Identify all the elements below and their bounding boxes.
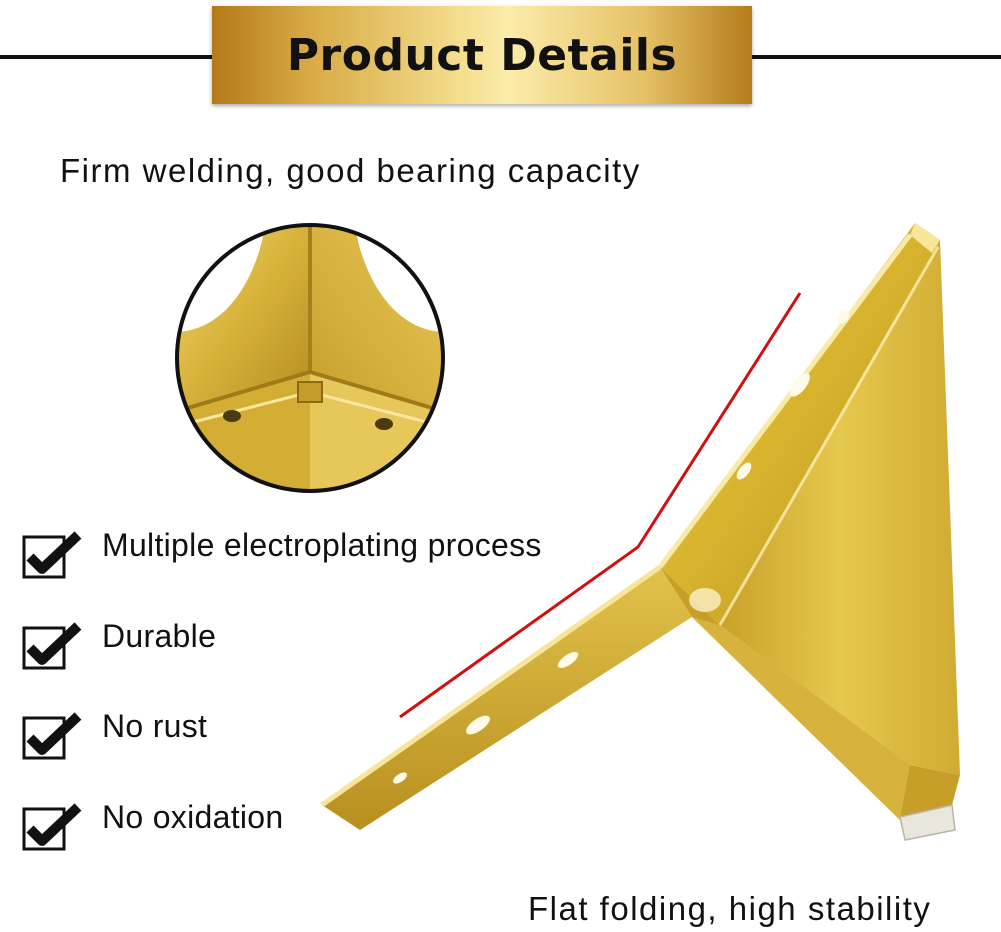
weld-detail-image	[175, 223, 445, 493]
checkbox-checked-icon	[22, 712, 82, 760]
caption-welding: Firm welding, good bearing capacity	[60, 152, 641, 189]
feature-item: No rust	[22, 704, 662, 760]
checkbox-checked-icon	[22, 803, 82, 851]
feature-item: Multiple electroplating process	[22, 523, 662, 579]
gold-sofa-leg-image	[320, 223, 960, 841]
header-rule-left	[0, 55, 214, 59]
feature-item: No oxidation	[22, 795, 662, 851]
feature-label: Multiple electroplating process	[102, 527, 542, 563]
title-banner: Product Details	[212, 6, 752, 104]
page-title: Product Details	[286, 29, 678, 81]
header-rule-right	[752, 55, 1001, 59]
caption-stability: Flat folding, high stability	[528, 890, 932, 927]
feature-item: Durable	[22, 614, 662, 670]
checkbox-checked-icon	[22, 531, 82, 579]
feature-label: Durable	[102, 618, 217, 654]
feature-label: No rust	[102, 708, 208, 744]
feature-label: No oxidation	[102, 799, 284, 835]
checkbox-checked-icon	[22, 622, 82, 670]
